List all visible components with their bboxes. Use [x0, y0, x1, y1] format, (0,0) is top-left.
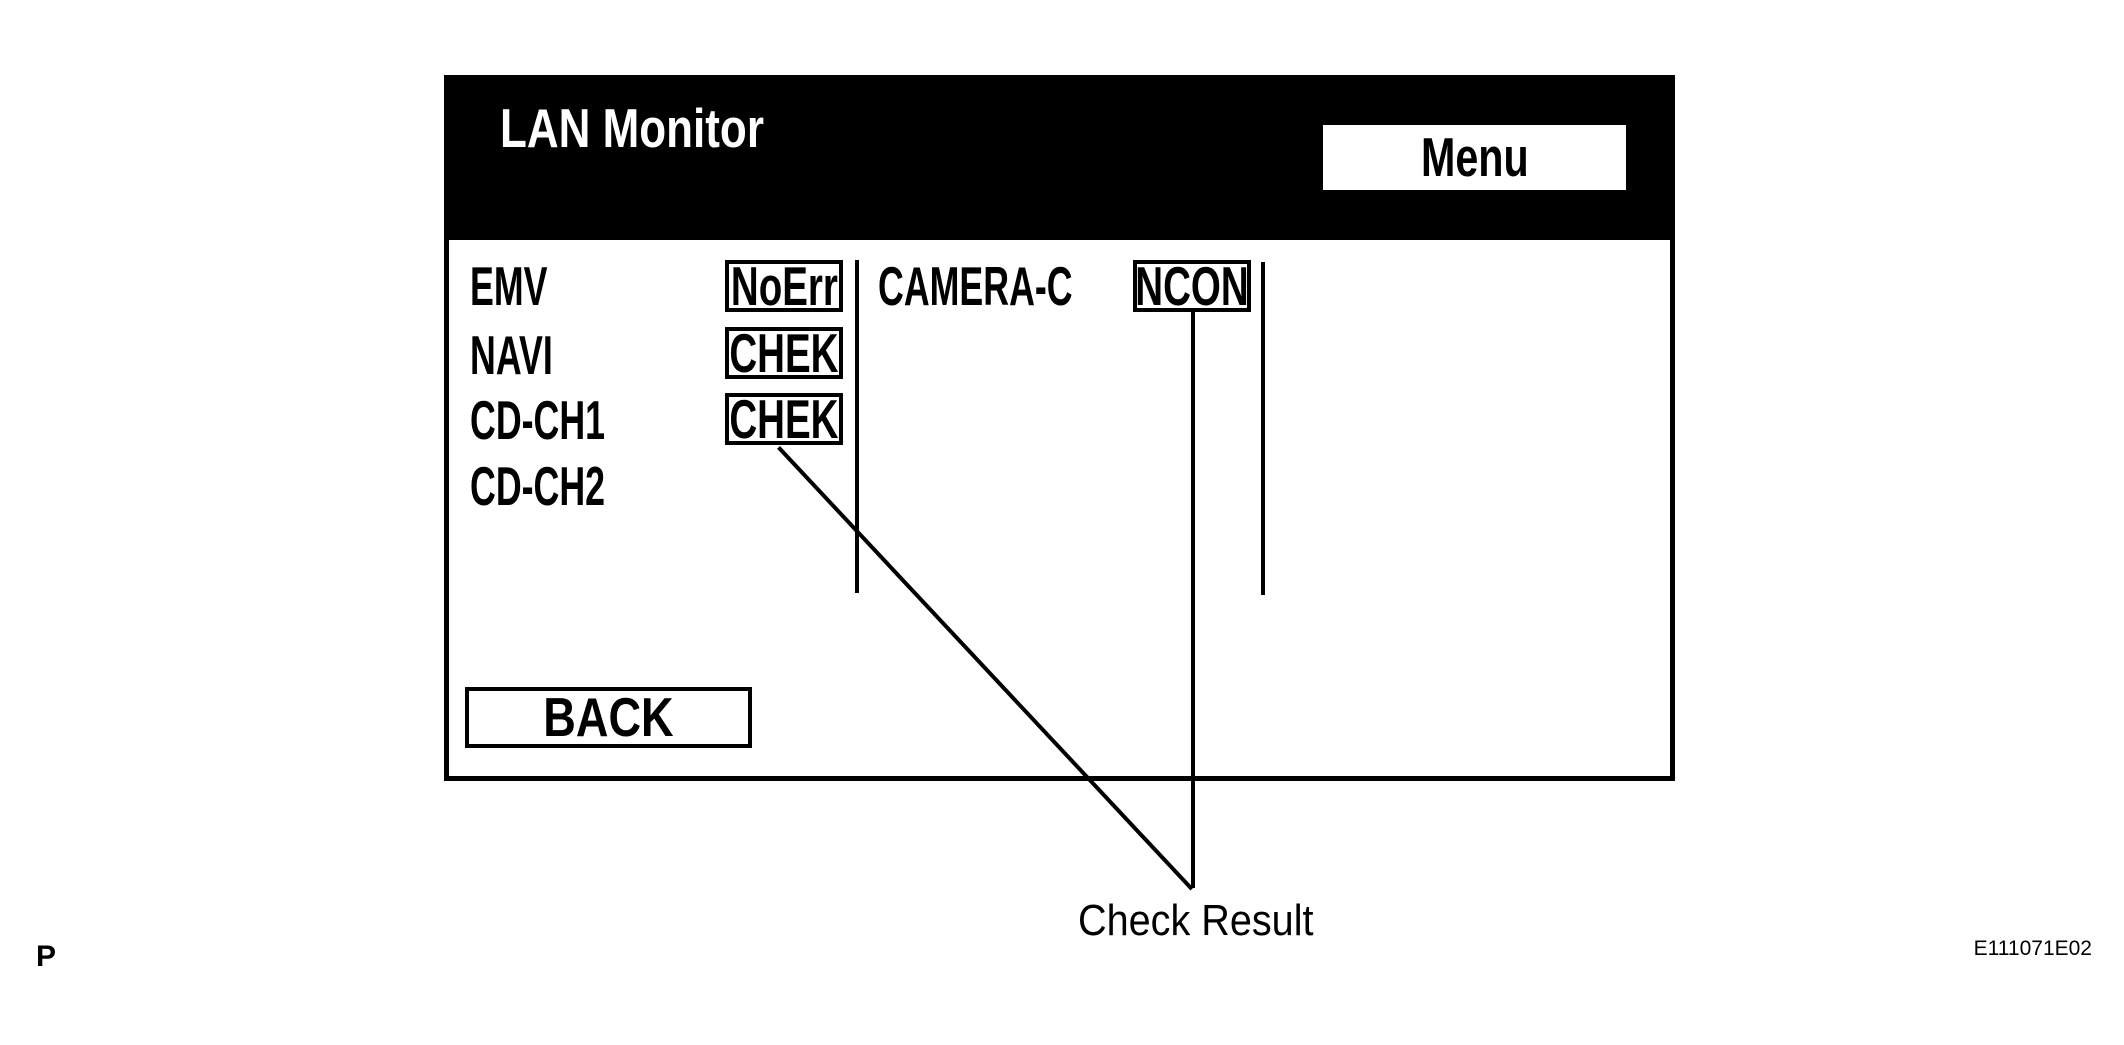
status-value-emv: NoErr [730, 254, 838, 317]
callout-label: Check Result [1078, 896, 1314, 945]
menu-button-label: Menu [1420, 126, 1529, 188]
status-box-emv: NoErr [725, 254, 843, 317]
device-label-camera-c: CAMERA-C [878, 255, 1073, 317]
screen-title: LAN Monitor [500, 97, 764, 159]
status-box-camera-c: NCON [1133, 254, 1251, 317]
status-value-cd-ch1: CHEK [729, 387, 839, 450]
figure-id: E111071E02 [1973, 937, 2092, 960]
device-label-cd-ch1: CD-CH1 [470, 389, 606, 451]
device-label-emv: EMV [470, 255, 548, 317]
status-box-cd-ch1: CHEK [725, 387, 843, 450]
device-label-navi: NAVI [470, 324, 553, 386]
page-marker: P [36, 940, 57, 973]
status-value-navi: CHEK [729, 321, 839, 384]
device-label-cd-ch2: CD-CH2 [470, 455, 606, 517]
back-button[interactable]: BACK [465, 687, 752, 748]
status-value-camera-c: NCON [1135, 254, 1249, 317]
status-box-navi: CHEK [725, 321, 843, 384]
back-button-label: BACK [543, 686, 674, 748]
column-divider-right [1261, 262, 1265, 595]
menu-button[interactable]: Menu [1323, 125, 1626, 190]
callout-line-from-ncon [1191, 310, 1195, 888]
column-divider-left [855, 260, 859, 593]
